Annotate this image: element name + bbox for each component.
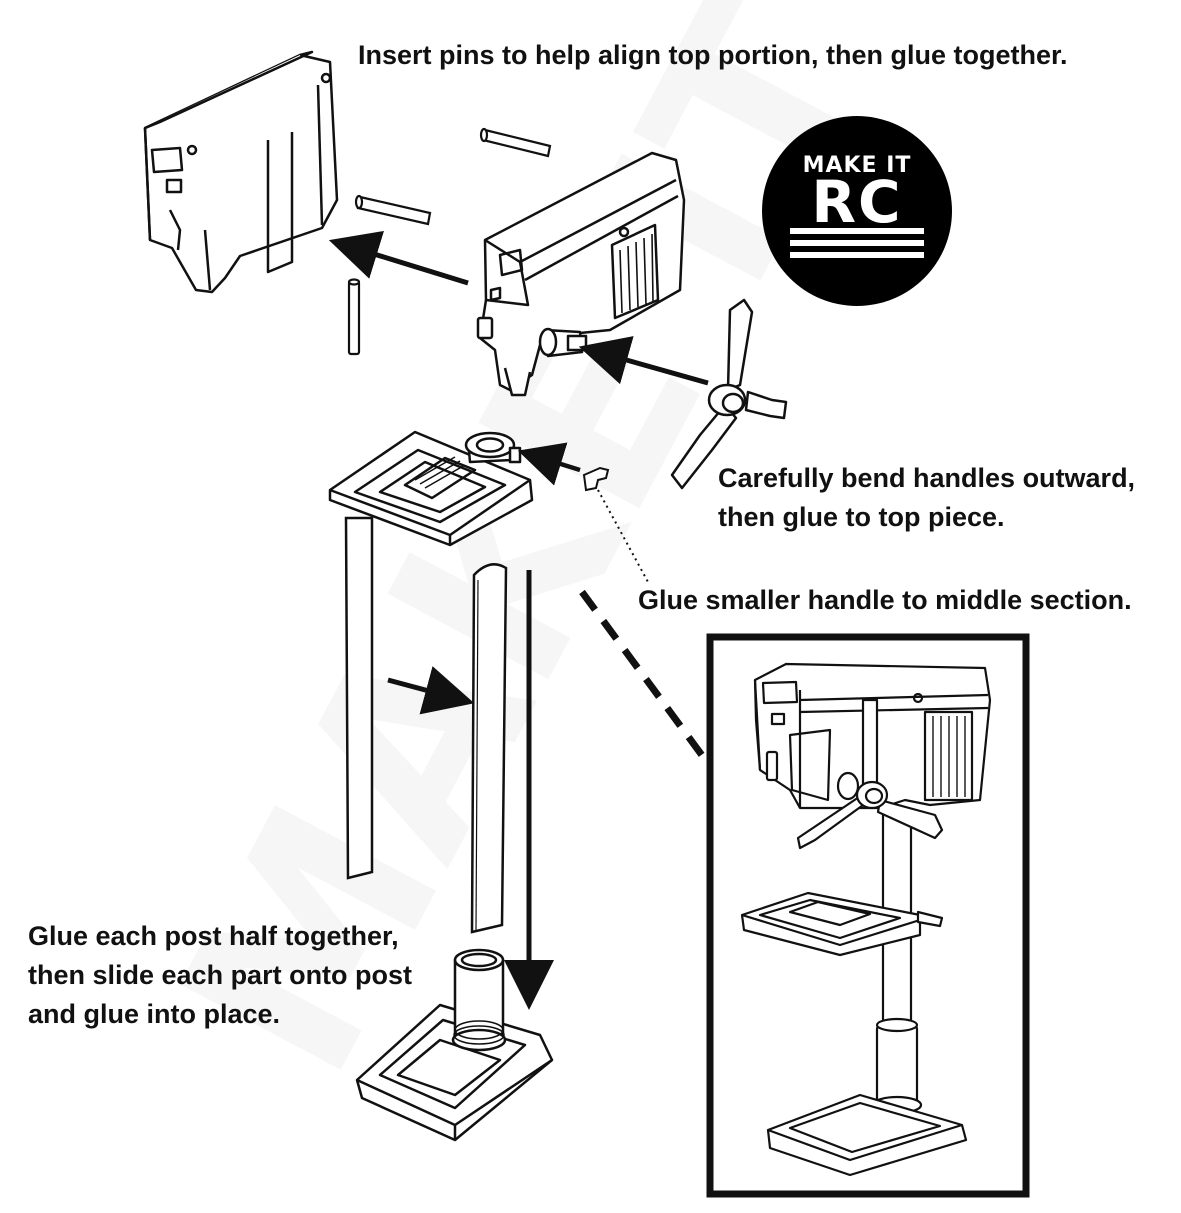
- instruction-small-handle-text: Glue smaller handle to middle section.: [638, 585, 1132, 615]
- arrow-handle-to-head: [578, 336, 709, 386]
- head-right-assembly: [476, 151, 686, 397]
- drill-base: [355, 948, 554, 1142]
- instruction-top: Insert pins to help align top portion, t…: [358, 36, 1068, 75]
- arrow-to-left-half: [328, 230, 469, 286]
- logo-text-top: MAKE IT: [803, 153, 912, 178]
- head-left-half: [143, 50, 339, 294]
- instruction-small-handle: Glue smaller handle to middle section.: [638, 581, 1132, 620]
- instruction-top-text: Insert pins to help align top portion, t…: [358, 40, 1068, 70]
- assembled-view-panel: [706, 633, 1030, 1198]
- instruction-post: Glue each post half together, then slide…: [28, 917, 412, 1034]
- arrow-post-join: [387, 666, 475, 715]
- post-half-left: [344, 516, 374, 880]
- pin-1: [479, 127, 552, 158]
- small-handle: [582, 466, 610, 492]
- arrow-small-handle: [517, 442, 581, 486]
- pin-3: [347, 278, 361, 356]
- instruction-post-line1: Glue each post half together,: [28, 921, 399, 951]
- instruction-post-line2: then slide each part onto post: [28, 960, 413, 990]
- make-it-rc-logo: MAKE IT RC: [762, 116, 952, 306]
- instruction-post-line3: and glue into place.: [28, 999, 281, 1029]
- instruction-handles-line1: Carefully bend handles outward,: [718, 463, 1136, 493]
- instruction-handles: Carefully bend handles outward, then glu…: [718, 459, 1135, 537]
- post-halves: [344, 516, 508, 934]
- instruction-handles-line2: then glue to top piece.: [718, 502, 1005, 532]
- pin-2: [354, 194, 432, 226]
- middle-table-section: [328, 430, 534, 547]
- logo-text-big: RC: [811, 168, 902, 236]
- post-half-right: [470, 563, 508, 934]
- feed-handle-large: [670, 298, 788, 490]
- alignment-pins: [347, 127, 552, 356]
